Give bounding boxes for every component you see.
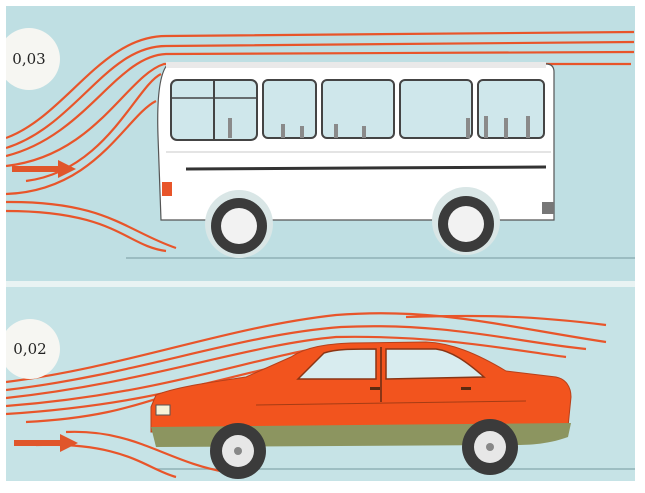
car-drawing — [6, 287, 635, 481]
bus-front-wheel — [205, 190, 273, 258]
bus-rear-wheel — [432, 187, 500, 255]
bus-drawing — [6, 6, 635, 281]
bus — [158, 62, 554, 258]
bus-panel: 0,03 — [6, 6, 635, 281]
airflow-line — [6, 211, 166, 251]
airflow-line — [6, 202, 176, 248]
car-front-wheel — [210, 423, 266, 479]
car-panel: 0,02 — [6, 287, 635, 481]
car — [151, 342, 571, 479]
airflow-line — [406, 316, 606, 325]
car-rear-wheel — [462, 419, 518, 475]
airflow-arrow — [14, 434, 78, 452]
